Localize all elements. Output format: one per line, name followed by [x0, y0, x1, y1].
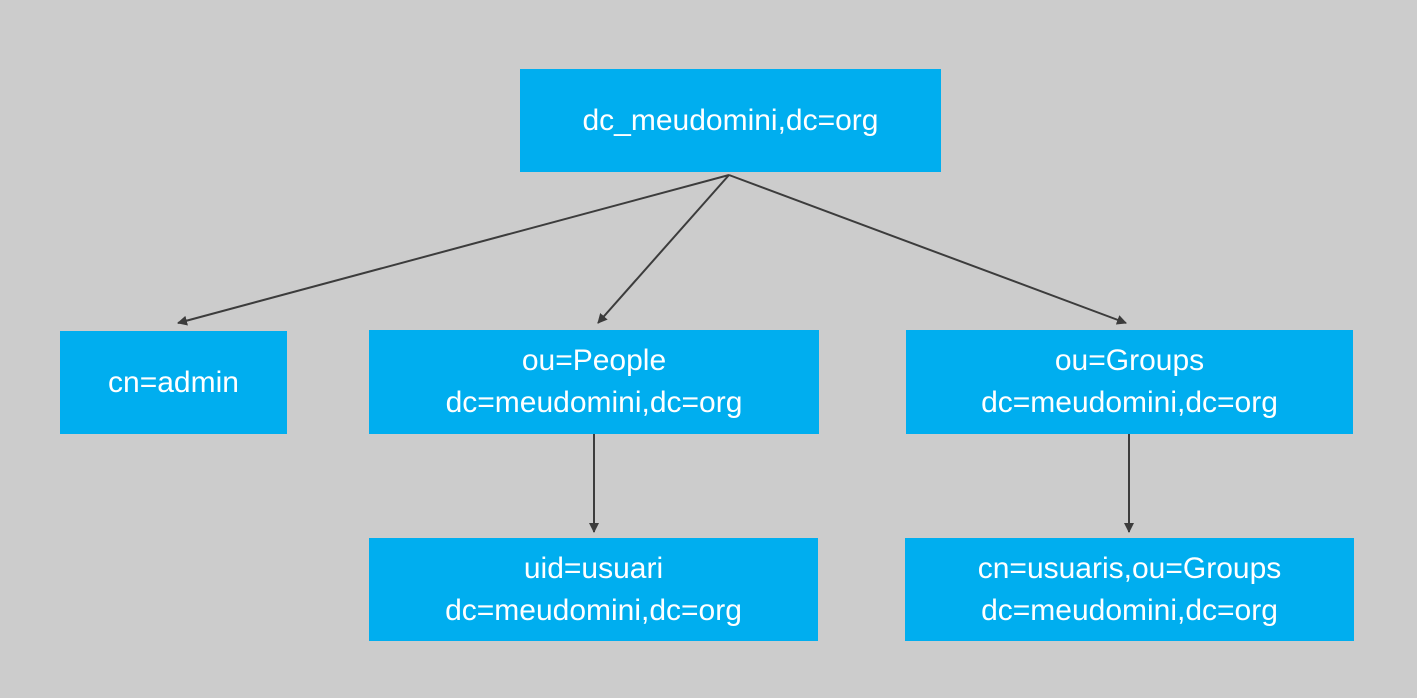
node-people-dn: dc=meudomini,dc=org: [445, 386, 743, 419]
node-usuari-dn: dc=meudomini,dc=org: [445, 593, 742, 627]
node-groups-ou: ou=Groups dc=meudomini,dc=org: [906, 330, 1353, 434]
node-root-label: dc_meudomini,dc=org: [582, 103, 879, 137]
edge-root-to-people: [597, 174, 730, 324]
node-usuaris-cn: cn=usuaris,ou=Groups dc=meudomini,dc=org: [905, 538, 1354, 641]
node-people-label: ou=People: [521, 344, 667, 377]
edge-root-to-admin: [177, 174, 730, 326]
node-usuari-label: uid=usuari: [523, 551, 664, 585]
node-usuaris-label: cn=usuaris,ou=Groups: [977, 551, 1282, 585]
node-usuaris-dn: dc=meudomini,dc=org: [981, 593, 1278, 627]
node-admin-label: cn=admin: [108, 365, 239, 399]
node-admin: cn=admin: [60, 331, 287, 434]
node-groups-label: ou=Groups: [1054, 344, 1205, 377]
edge-root-to-groups: [728, 174, 1127, 325]
node-people-ou: ou=People dc=meudomini,dc=org: [369, 330, 819, 434]
node-groups-dn: dc=meudomini,dc=org: [981, 386, 1278, 419]
node-usuari-uid: uid=usuari dc=meudomini,dc=org: [369, 538, 818, 641]
node-root-domain: dc_meudomini,dc=org: [520, 69, 941, 172]
